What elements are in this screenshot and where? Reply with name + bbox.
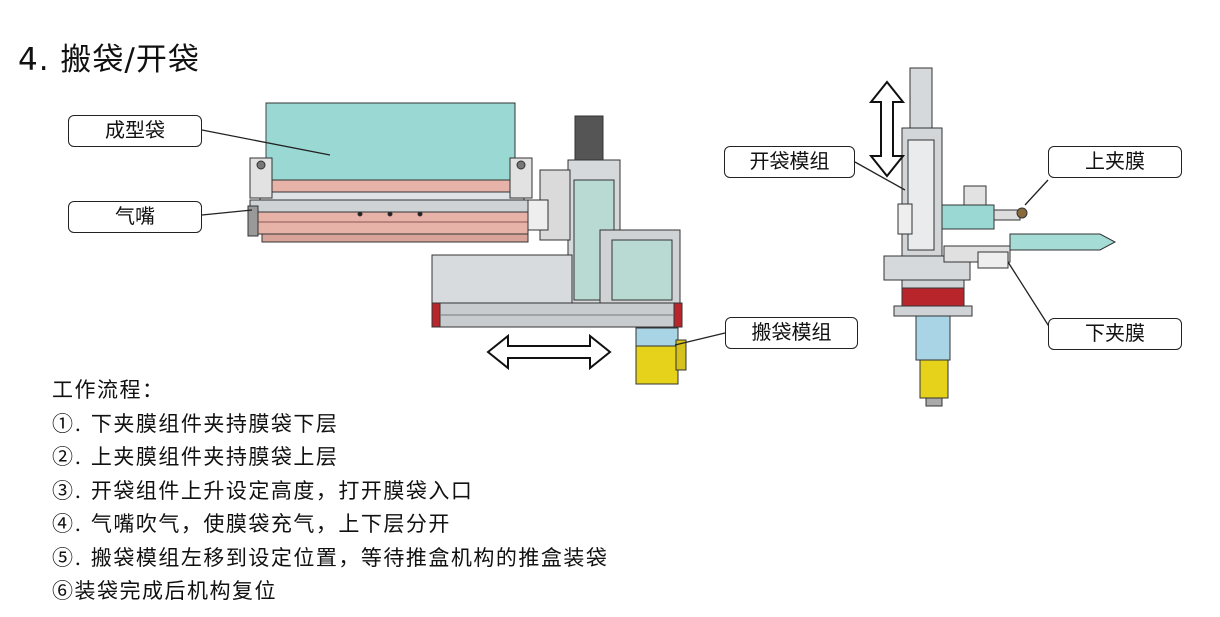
vertical-move-arrow: [868, 80, 906, 178]
air-nozzle-bar: [249, 199, 529, 213]
bag-bracket-right: [509, 157, 533, 199]
yellow-motor: [919, 359, 949, 399]
workflow-step: ①. 下夹膜组件夹持膜袋下层: [52, 411, 339, 436]
bag-pink-strip: [265, 179, 519, 193]
workflow-step: ③. 开袋组件上升设定高度，打开膜袋入口: [52, 478, 474, 503]
callout-open-bag-module: 开袋模组: [724, 146, 855, 178]
bag-bracket-left: [249, 157, 273, 199]
page-title: 4. 搬袋/开袋: [18, 42, 200, 78]
top-rod: [909, 67, 933, 131]
nozzle-tip: [1009, 233, 1117, 251]
right-leader-lines: [854, 161, 1051, 329]
blue-cylinder: [915, 315, 951, 361]
horizontal-move-arrow: [486, 333, 612, 371]
formed-bag-shape: [265, 102, 516, 181]
callout-carry-bag-module: 搬袋模组: [725, 317, 858, 349]
upper-clamp-block: [941, 204, 995, 230]
motor-body: [635, 327, 679, 349]
workflow-step: ④. 气嘴吹气，使膜袋充气，上下层分开: [52, 512, 451, 536]
left-leader-lines: [201, 129, 726, 346]
motor-yellow: [635, 345, 679, 385]
workflow-heading: 工作流程：: [52, 378, 165, 402]
red-valve: [901, 285, 965, 307]
callout-formed-bag: 成型袋: [68, 115, 202, 147]
workflow-step: ②. 上夹膜组件夹持膜袋上层: [52, 445, 339, 469]
workflow-step: ⑤. 搬袋模组左移到设定位置，等待推盒机构的推盒装袋: [52, 545, 609, 570]
left-machine-drawing: [247, 102, 687, 385]
workflow-step: ⑥装袋完成后机构复位: [52, 579, 277, 603]
right-machine-drawing: [883, 67, 1117, 407]
workflow-list: 工作流程： ①. 下夹膜组件夹持膜袋下层 ②. 上夹膜组件夹持膜袋上层 ③. 开…: [52, 374, 608, 609]
callout-upper-clamp: 上夹膜: [1048, 146, 1182, 178]
callout-air-nozzle: 气嘴: [68, 201, 202, 233]
callout-lower-clamp: 下夹膜: [1048, 318, 1182, 350]
